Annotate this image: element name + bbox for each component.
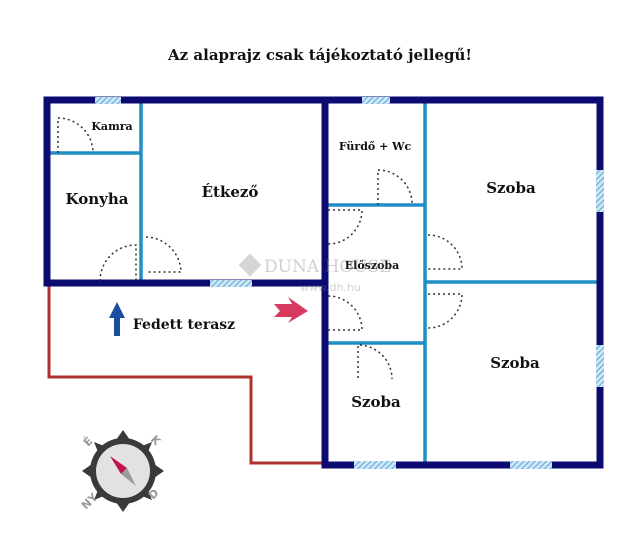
room-label-konyha: Konyha bbox=[66, 190, 129, 208]
compass-icon: É K D NY bbox=[79, 430, 164, 512]
entrance-arrow-icon bbox=[274, 297, 308, 323]
room-label-szoba-top: Szoba bbox=[486, 179, 536, 197]
room-label-etkezo: Étkező bbox=[202, 183, 259, 201]
room-label-eloszoba: Előszoba bbox=[345, 259, 400, 272]
north-arrow-icon bbox=[109, 302, 125, 336]
room-label-kamra: Kamra bbox=[91, 120, 132, 133]
disclaimer-title: Az alaprajz csak tájékoztató jellegű! bbox=[167, 46, 472, 64]
room-label-szoba-bottom: Szoba bbox=[351, 393, 401, 411]
watermark-url: www.dh.hu bbox=[300, 281, 361, 294]
windows bbox=[95, 97, 604, 469]
terrace-outline bbox=[47, 283, 322, 465]
watermark: DUNA HOUSE www.dh.hu bbox=[238, 253, 392, 294]
inner-walls bbox=[47, 100, 600, 465]
room-label-szoba-right: Szoba bbox=[490, 354, 540, 372]
compass-north: É bbox=[81, 435, 96, 450]
outer-walls bbox=[43, 96, 604, 469]
door-swings bbox=[57, 117, 463, 380]
room-label-terasz: Fedett terasz bbox=[133, 317, 235, 333]
watermark-brand: DUNA HOUSE bbox=[264, 257, 392, 277]
room-label-furdo: Fürdő + Wc bbox=[339, 140, 412, 153]
